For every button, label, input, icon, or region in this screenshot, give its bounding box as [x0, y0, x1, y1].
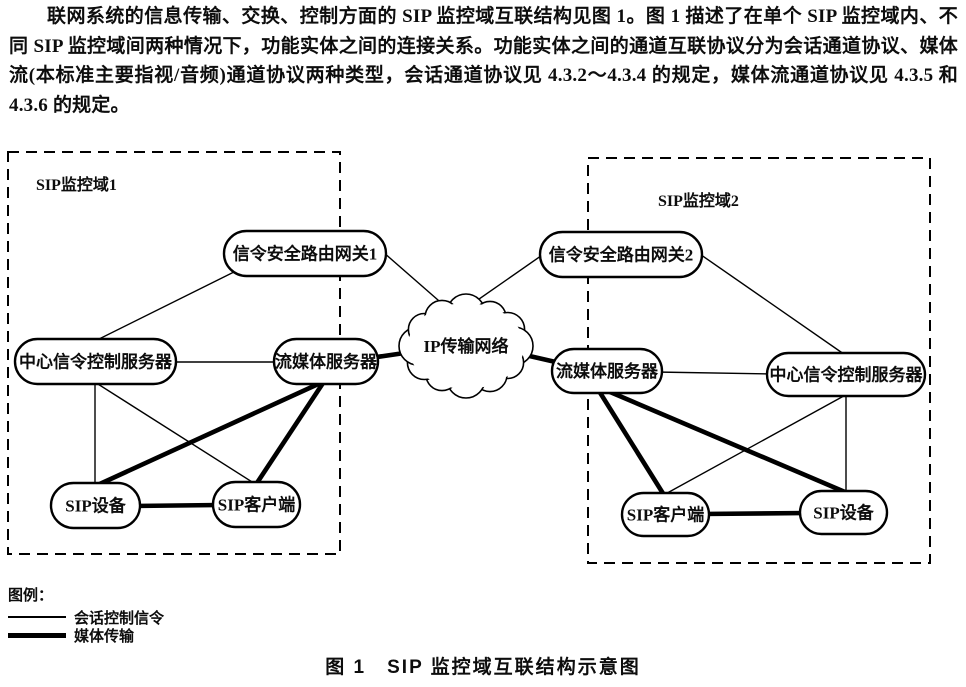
node-sms2 — [550, 347, 664, 395]
node-dev1 — [49, 481, 142, 530]
edge-sms2-cli2 — [592, 381, 671, 505]
legend-item-label: 会话控制信令 — [74, 610, 165, 627]
edge-dev1-cli1 — [131, 502, 221, 509]
domain1-label: SIP监控域1 — [36, 175, 117, 194]
node-sms1-label: 流媒体服务器 — [275, 352, 378, 372]
domain2-box — [587, 157, 931, 564]
legend-item-label: 媒体传输 — [74, 628, 135, 645]
node-cli2 — [620, 491, 711, 538]
node-sms2-label: 流媒体服务器 — [556, 361, 659, 381]
node-sms1 — [272, 337, 380, 386]
node-gw1 — [222, 229, 388, 278]
cloud-body — [408, 303, 524, 389]
domain2-label: SIP监控域2 — [658, 191, 739, 210]
node-ccs2 — [765, 351, 927, 398]
edge-ccs1-cli1 — [89, 378, 261, 488]
node-gw2-label: 信令安全路由网关2 — [549, 245, 694, 265]
node-dev2-label: SIP设备 — [813, 503, 874, 523]
edge-gw2-ccs2 — [693, 249, 852, 360]
legend-title: 图例： — [8, 588, 54, 604]
node-gw1-label: 信令安全路由网关1 — [233, 244, 378, 264]
edge-sms1-cli1 — [249, 372, 331, 494]
legend-item-media-transport: 媒体传输 — [8, 626, 164, 645]
node-ccs1 — [13, 337, 178, 386]
thin-line-sample — [8, 616, 66, 618]
node-ccs2-label: 中心信令控制服务器 — [770, 365, 924, 385]
edge-sms2-dev2 — [602, 386, 853, 498]
node-gw2 — [538, 230, 704, 279]
ip-network-label: IP传输网络 — [424, 336, 509, 356]
legend-item-session-signaling: 会话控制信令 — [8, 608, 165, 627]
figure-caption: 图 1 SIP 监控域互联结构示意图 — [325, 657, 641, 678]
node-ccs1-label: 中心信令控制服务器 — [19, 352, 173, 372]
edge-ccs2-cli2 — [659, 391, 852, 498]
body-text: 联网系统的信息传输、交换、控制方面的 SIP 监控域互联结构见图 1。图 1 描… — [9, 6, 958, 116]
node-cli1 — [211, 480, 302, 529]
node-dev2 — [798, 489, 889, 536]
edge-gw1-ccs1 — [88, 266, 245, 345]
edge-sms1-dev1 — [90, 377, 328, 491]
edge-cli2-dev2 — [699, 510, 809, 517]
thick-line-sample — [8, 632, 66, 638]
edge-sms2-ccs2 — [654, 371, 776, 375]
node-cli2-label: SIP客户端 — [627, 505, 704, 525]
node-dev1-label: SIP设备 — [65, 496, 126, 516]
node-cli1-label: SIP客户端 — [218, 495, 295, 515]
legend: 图例： 会话控制信令 媒体传输 — [8, 584, 165, 645]
